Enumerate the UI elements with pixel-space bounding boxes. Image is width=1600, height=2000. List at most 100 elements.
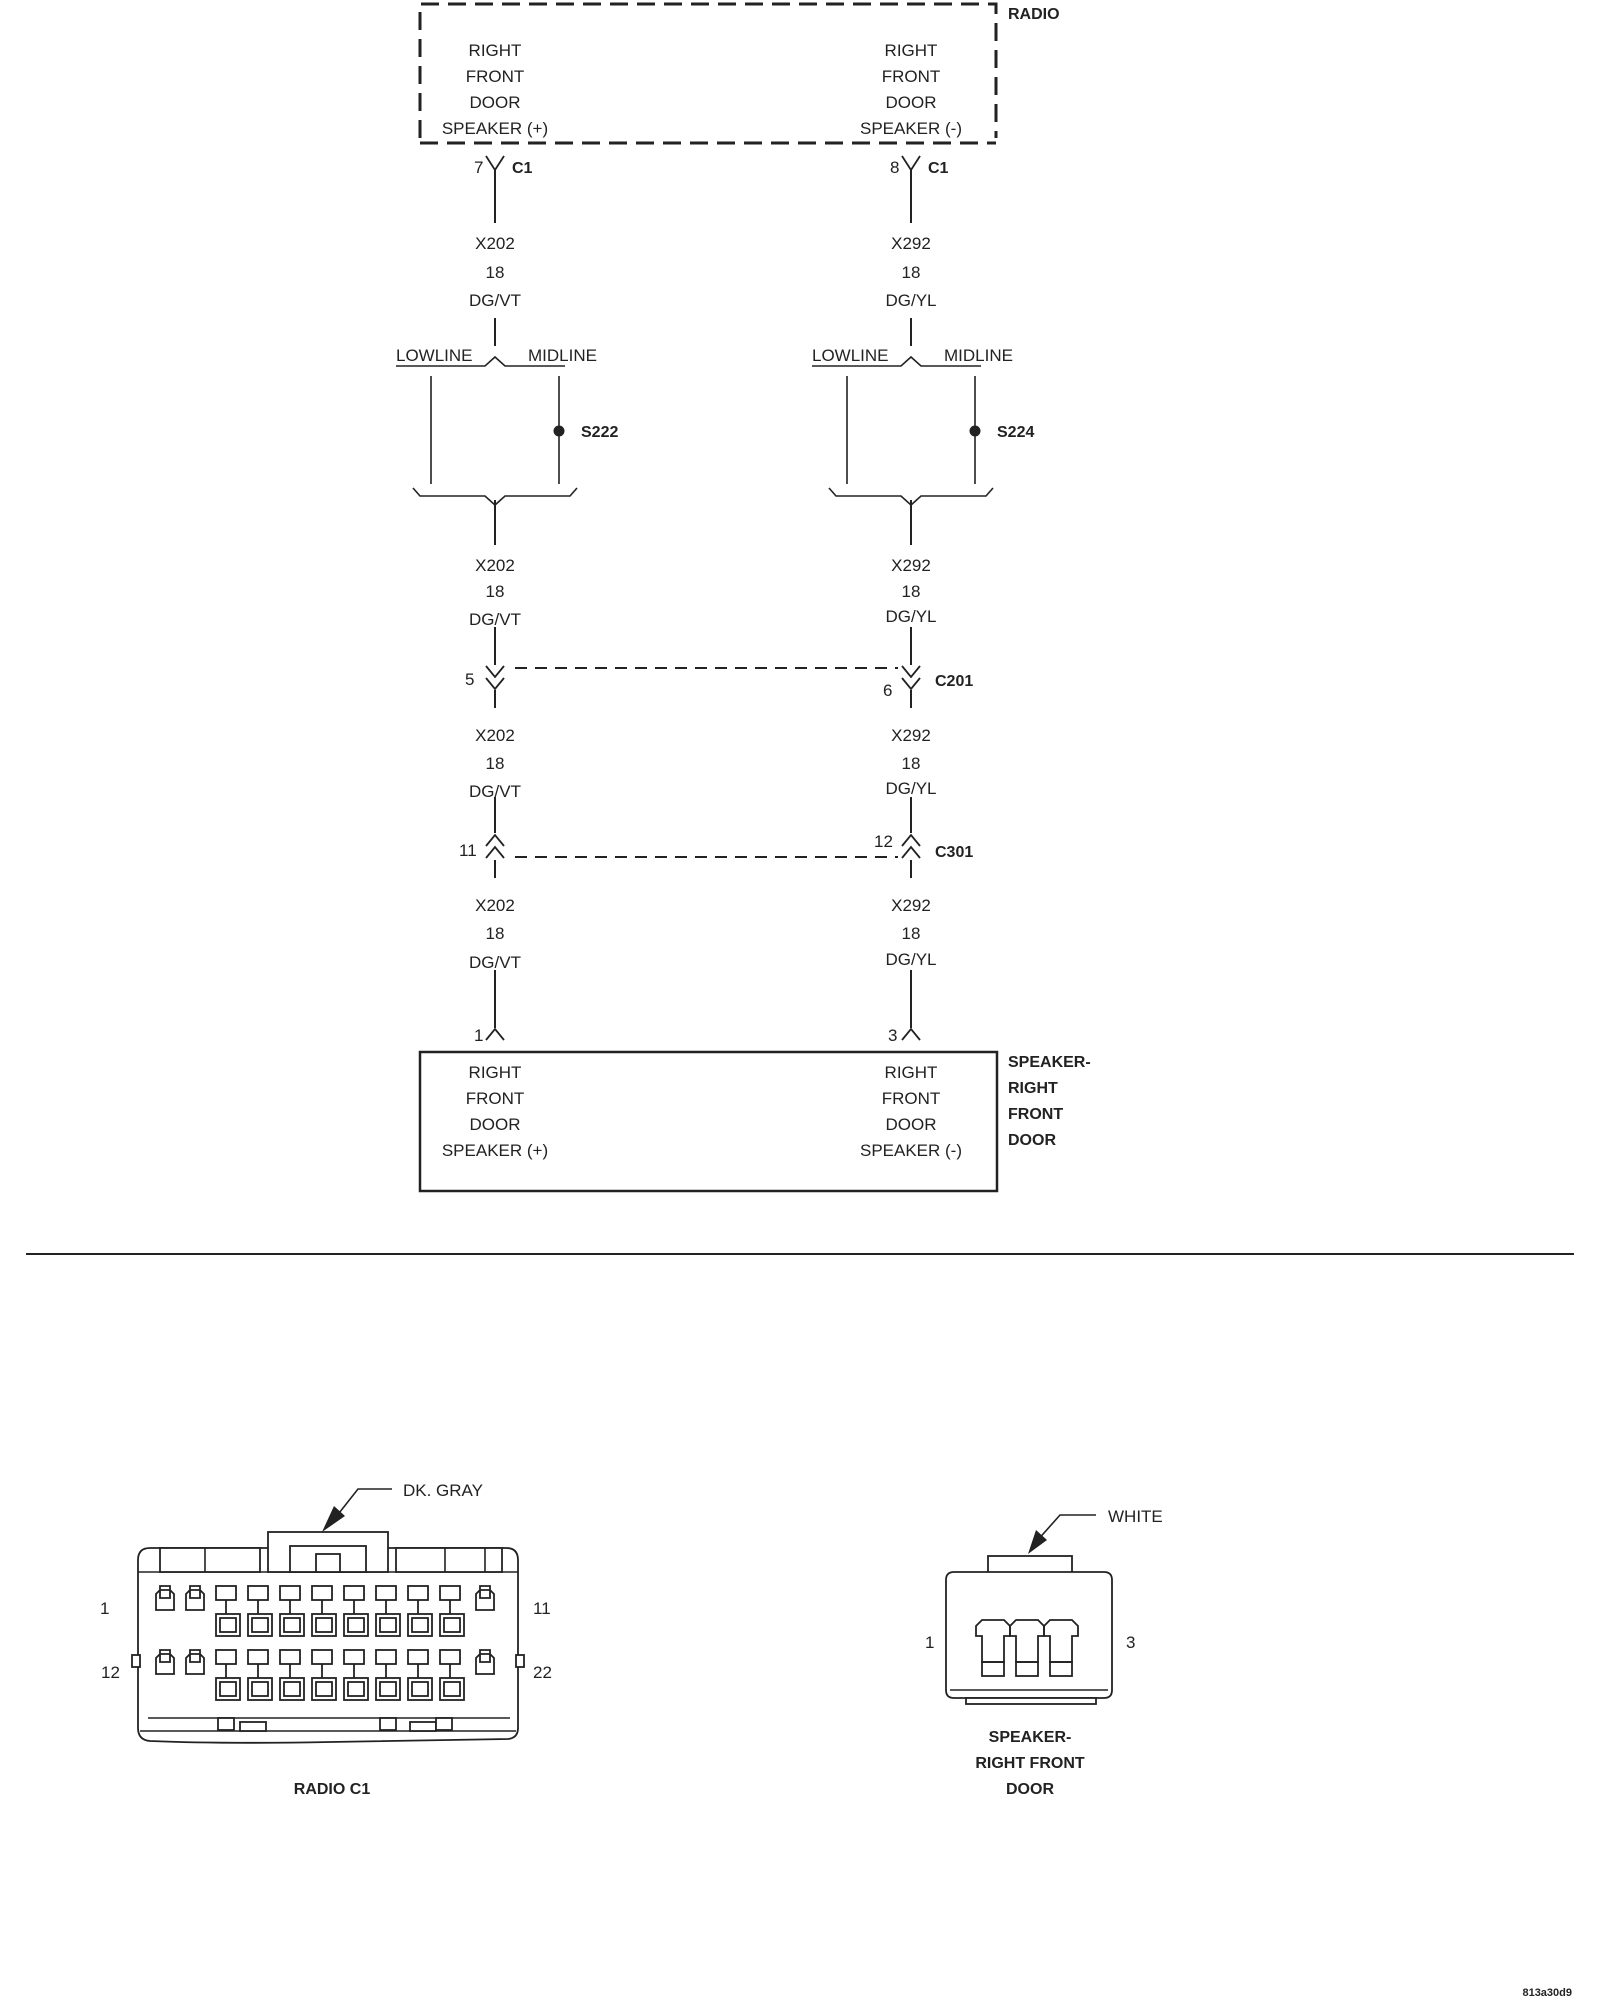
wire-color: DG/VT bbox=[469, 953, 521, 972]
wire-labels-2: X202 18 DG/VT X292 18 DG/YL bbox=[469, 556, 936, 629]
wire-gauge: 18 bbox=[902, 754, 921, 773]
speaker-conn-pin-3: 3 bbox=[1126, 1633, 1135, 1652]
wire-color: DG/YL bbox=[885, 291, 936, 310]
wire-gauge: 18 bbox=[902, 582, 921, 601]
option-lowline: LOWLINE bbox=[396, 346, 473, 365]
wire-color: DG/VT bbox=[469, 291, 521, 310]
radio-right-func-3: DOOR bbox=[886, 93, 937, 112]
speaker-left-func-1: RIGHT bbox=[469, 1063, 522, 1082]
c201-right-pin: 6 bbox=[883, 681, 892, 700]
radio-right-pin: 8 bbox=[890, 158, 899, 177]
left-option-bracket: LOWLINE MIDLINE S222 bbox=[396, 346, 618, 507]
radio-c1-shroud bbox=[159, 1547, 261, 1573]
wire-circuit: X202 bbox=[475, 234, 515, 253]
radio-c1-pin-22: 22 bbox=[533, 1663, 552, 1682]
wire-circuit: X292 bbox=[891, 556, 931, 575]
speaker-component: RIGHT FRONT DOOR SPEAKER (+) RIGHT FRONT… bbox=[418, 1050, 1091, 1193]
radio-left-func-1: RIGHT bbox=[469, 41, 522, 60]
radio-box-outline bbox=[418, 2, 998, 138]
connector-symbol bbox=[901, 155, 921, 172]
radio-right-conn: C1 bbox=[928, 160, 949, 177]
splice-dot bbox=[553, 425, 565, 437]
speaker-conn-color: WHITE bbox=[1108, 1507, 1163, 1526]
radio-left-func-4: SPEAKER (+) bbox=[442, 119, 548, 138]
speaker-label-2: RIGHT bbox=[1008, 1080, 1058, 1097]
wire-gauge: 18 bbox=[486, 754, 505, 773]
c301-label: C301 bbox=[935, 844, 973, 861]
callout-arrow bbox=[1028, 1530, 1047, 1554]
speaker-conn-pin-1: 1 bbox=[925, 1633, 934, 1652]
radio-right-func-2: FRONT bbox=[882, 67, 941, 86]
connector-c201: 5 6 C201 bbox=[465, 665, 973, 700]
wire-labels-4: X202 18 DG/VT X292 18 DG/YL bbox=[469, 896, 936, 972]
speaker-label-1: SPEAKER- bbox=[1008, 1054, 1091, 1071]
wire-labels-1: X202 18 DG/VT X292 18 DG/YL bbox=[469, 234, 936, 310]
radio-c1-cavities-row2 bbox=[155, 1649, 495, 1701]
wire-circuit: X292 bbox=[891, 234, 931, 253]
c301-left-pin: 11 bbox=[459, 841, 477, 860]
speaker-conn-caption-2: RIGHT FRONT bbox=[975, 1755, 1085, 1772]
wire-color: DG/YL bbox=[885, 950, 936, 969]
option-midline: MIDLINE bbox=[528, 346, 597, 365]
speaker-left-func-3: DOOR bbox=[470, 1115, 521, 1134]
connector-c301: 11 12 C301 bbox=[459, 832, 973, 861]
callout-leader bbox=[1035, 1514, 1096, 1543]
wire-circuit: X292 bbox=[891, 726, 931, 745]
wire-segments bbox=[494, 170, 912, 1028]
speaker-left-pin: 1 bbox=[474, 1026, 483, 1045]
radio-right-func-1: RIGHT bbox=[885, 41, 938, 60]
radio-right-func-4: SPEAKER (-) bbox=[860, 119, 962, 138]
radio-c1-shroud bbox=[395, 1547, 503, 1573]
radio-component: RADIO RIGHT FRONT DOOR SPEAKER (+) RIGHT… bbox=[418, 2, 1060, 145]
option-midline: MIDLINE bbox=[944, 346, 1013, 365]
speaker-right-func-2: FRONT bbox=[882, 1089, 941, 1108]
splice-s222: S222 bbox=[581, 424, 618, 441]
right-option-bracket: LOWLINE MIDLINE S224 bbox=[812, 346, 1034, 507]
radio-c1-connector-view: DK. GRAY bbox=[100, 1481, 552, 1798]
callout-arrow bbox=[322, 1506, 345, 1532]
radio-c1-pin-12: 12 bbox=[101, 1663, 120, 1682]
option-lowline: LOWLINE bbox=[812, 346, 889, 365]
wire-circuit: X202 bbox=[475, 896, 515, 915]
c201-left-pin: 5 bbox=[465, 670, 474, 689]
wire-circuit: X202 bbox=[475, 726, 515, 745]
speaker-conn-body bbox=[945, 1571, 1113, 1699]
speaker-left-func-2: FRONT bbox=[466, 1089, 525, 1108]
c201-label: C201 bbox=[935, 673, 973, 690]
wire-color: DG/VT bbox=[469, 782, 521, 801]
wire-color: DG/YL bbox=[885, 779, 936, 798]
wire-gauge: 18 bbox=[902, 263, 921, 282]
radio-left-func-2: FRONT bbox=[466, 67, 525, 86]
radio-c1-pins: 7 C1 8 C1 bbox=[474, 155, 949, 177]
speaker-left-func-4: SPEAKER (+) bbox=[442, 1141, 548, 1160]
wire-color: DG/VT bbox=[469, 610, 521, 629]
wire-labels-3: X202 18 DG/VT X292 18 DG/YL bbox=[469, 726, 936, 801]
wire-circuit: X292 bbox=[891, 896, 931, 915]
radio-left-pin: 7 bbox=[474, 158, 483, 177]
speaker-right-func-4: SPEAKER (-) bbox=[860, 1141, 962, 1160]
radio-c1-color: DK. GRAY bbox=[403, 1481, 483, 1500]
splice-s224: S224 bbox=[997, 424, 1034, 441]
speaker-pins: 1 3 bbox=[474, 1026, 921, 1045]
radio-c1-pin-11: 11 bbox=[533, 1599, 551, 1618]
radio-c1-body bbox=[137, 1547, 519, 1744]
speaker-right-pin: 3 bbox=[888, 1026, 897, 1045]
radio-left-func-3: DOOR bbox=[470, 93, 521, 112]
splice-dot bbox=[969, 425, 981, 437]
speaker-label-3: FRONT bbox=[1008, 1106, 1063, 1123]
radio-c1-cavities-row1 bbox=[155, 1585, 495, 1637]
speaker-label-4: DOOR bbox=[1008, 1132, 1056, 1149]
wire-gauge: 18 bbox=[486, 263, 505, 282]
wire-color: DG/YL bbox=[885, 607, 936, 626]
speaker-conn-cavities bbox=[975, 1619, 1079, 1677]
radio-left-conn: C1 bbox=[512, 160, 533, 177]
speaker-connector-view: WHITE 1 3 SPEAKER- RIGHT FRONT DOOR bbox=[925, 1507, 1163, 1798]
wire-gauge: 18 bbox=[486, 924, 505, 943]
speaker-box-outline bbox=[418, 1050, 999, 1193]
speaker-conn-caption-1: SPEAKER- bbox=[989, 1729, 1072, 1746]
speaker-right-func-1: RIGHT bbox=[885, 1063, 938, 1082]
speaker-conn-caption-3: DOOR bbox=[1006, 1781, 1054, 1798]
wire-gauge: 18 bbox=[486, 582, 505, 601]
speaker-right-func-3: DOOR bbox=[886, 1115, 937, 1134]
